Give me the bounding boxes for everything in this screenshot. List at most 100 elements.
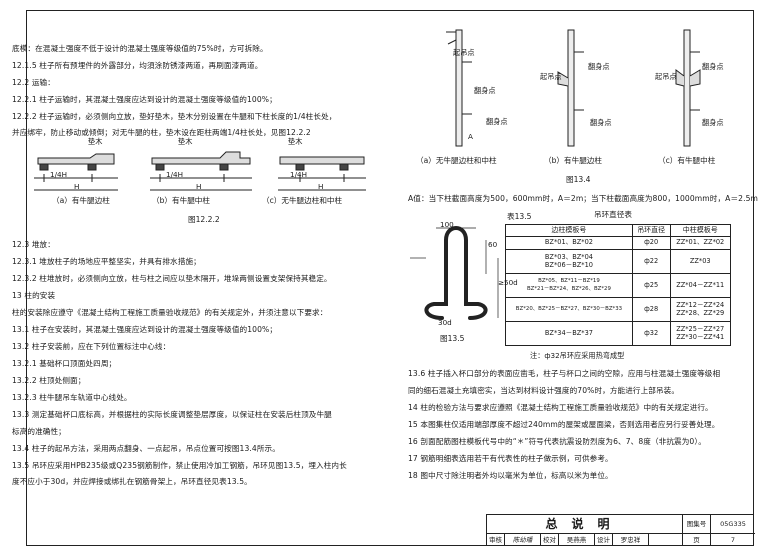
- turn-point-label: 翻身点: [702, 118, 724, 127]
- text-line: 13 柱的安装: [12, 291, 56, 300]
- table-row: BZ*20、BZ*25－BZ*27、BZ*30－BZ*33 ф28 ZZ*12－…: [505, 296, 731, 322]
- reviewer-signature: 陈幼璠: [505, 534, 541, 546]
- dim-label: H: [74, 182, 80, 191]
- subcaption: （c）无牛腿边柱和中柱: [262, 196, 343, 205]
- text-line: 12.2.1 柱子运输时，其混凝土强度应达到设计的混凝土强度等级值的100%；: [12, 95, 277, 104]
- text-line: 柱的安装除应遵守《混凝土结构工程施工质量验收规范》的有关规定外，并须注意以下要求…: [12, 308, 328, 317]
- text-line: 度不应小于30d，并应焊接或绑扎在钢筋骨架上，吊环直径见表13.5。: [12, 477, 252, 486]
- text-line: 13.2.2 柱顶处侧面；: [12, 376, 86, 385]
- text-line: 14 柱的检验方法与要求应遵照《混凝土结构工程施工质量验收规范》中的有关规定进行…: [408, 403, 713, 412]
- pad-label: 垫木: [178, 137, 193, 146]
- figure-caption: 图13.5: [440, 334, 465, 343]
- lift-point-label: 起吊点: [540, 72, 562, 81]
- figure-caption: 图12.2.2: [188, 215, 220, 224]
- table-label: 表13.5: [507, 212, 532, 221]
- dim-a: A: [468, 132, 473, 141]
- table-title: 吊环直径表: [594, 210, 632, 219]
- text-line: 12.1.5 柱子所有预埋件的外露部分，均須涂防锈漆两道，再刷面漆两道。: [12, 61, 263, 70]
- table-cell: BZ*01、BZ*02: [505, 235, 633, 250]
- check-label: 校对: [541, 534, 559, 546]
- table-cell: ф25: [631, 272, 671, 298]
- table-header: 吊环直径: [631, 224, 671, 237]
- turn-point-label: 翻身点: [588, 62, 610, 71]
- text-line: 同的细石混凝土充填密实，当达到材料设计强度的70%时，方能进行上部吊装。: [408, 386, 680, 395]
- text-line: 并应绑牢，防止移动或倾倒；对无牛腿的柱，垫木设在距柱两端1/4柱长处，见图12.…: [12, 128, 311, 137]
- text-line: 12.3.2 柱堆放时，必须侧向立放，柱与柱之间应以垫木隔开，堆垛两侧设置支架保…: [12, 274, 332, 283]
- text-line: 15 本图集柱仅适用端部厚度不超过240mm的屋架或屋面梁，否则选用者应另行妥善…: [408, 420, 720, 429]
- designer-name: 罗忠祥: [613, 534, 649, 546]
- table-cell: BZ*05、BZ*11－BZ*19 BZ*21－BZ*24、BZ*26、BZ*2…: [505, 272, 633, 298]
- text-line: 13.3 测定基础杯口底标高，并根据柱的实际长度调整垫层厚度，以保证柱在安装后柱…: [12, 410, 332, 419]
- page-label: 页: [683, 534, 711, 546]
- hook-height: 60: [488, 240, 498, 249]
- table-cell: ZZ*12－ZZ*24 ZZ*28、ZZ*29: [669, 296, 731, 322]
- page-title: 总说明: [487, 515, 683, 534]
- table-cell: ф20: [631, 235, 671, 250]
- subcaption: （b）有牛腿中柱: [152, 196, 210, 205]
- text-line: 17 钢筋明细表选用若干有代表性的柱子做示例，可供参考。: [408, 454, 613, 463]
- table-header: 中柱模板号: [669, 224, 731, 237]
- table-cell: ZZ*01、ZZ*02: [669, 235, 731, 250]
- pad-label: 垫木: [288, 137, 303, 146]
- table-cell: ZZ*25－ZZ*27 ZZ*30－ZZ*41: [669, 320, 731, 346]
- table-row: BZ*03、BZ*04 BZ*06－BZ*10 ф22 ZZ*03: [505, 248, 731, 274]
- dim-label: H: [196, 182, 202, 191]
- table-cell: ф32: [631, 320, 671, 346]
- text-line: 12.3 堆放：: [12, 240, 55, 249]
- table-cell: BZ*34－BZ*37: [505, 320, 633, 346]
- signature-space: [649, 534, 683, 546]
- dim-label: H: [318, 182, 324, 191]
- text-line: 13.2 柱子安装前，应在下列位置标注中心线：: [12, 342, 171, 351]
- text-line: 13.5 吊环应采用HPB235级或Q235钢筋制作，禁止使用冷加工钢筋，吊环见…: [12, 461, 347, 470]
- pad-label: 垫木: [88, 137, 103, 146]
- atlas-number: 05G335: [711, 515, 755, 534]
- dim-label: 1/4H: [50, 170, 67, 179]
- figure-13-4: [446, 29, 701, 147]
- text-line: 12.2 运输：: [12, 78, 55, 87]
- text-line: 12.2.2 柱子运输时，必须侧向立放，垫好垫木，垫木分别设置在牛腿和下柱长度的…: [12, 112, 337, 121]
- title-block: 总说明 图集号 05G335 审核 陈幼璠 校对 吴燕燕 设计 罗忠祥 页 7: [486, 514, 755, 546]
- hook-width: 100: [440, 220, 454, 229]
- text-line: 13.1 柱子在安装时，其混凝土强度应达到设计的混凝土强度等级值的100%；: [12, 325, 278, 334]
- text-line: A值：当下柱截面高度为500，600mm时，A＝2m；当下柱截面高度为800，1…: [408, 194, 759, 203]
- review-label: 审核: [487, 534, 505, 546]
- dim-label: 1/4H: [166, 170, 183, 179]
- text-line: 18 图中尺寸除注明者外均以毫米为单位，标高以米为单位。: [408, 471, 613, 480]
- table-row: BZ*01、BZ*02 ф20 ZZ*01、ZZ*02: [505, 235, 731, 250]
- drawing-sheet: [26, 10, 754, 546]
- atlas-label: 图集号: [683, 515, 711, 534]
- turn-point-label: 翻身点: [486, 117, 508, 126]
- subcaption: （a）有牛腿边柱: [52, 196, 110, 205]
- table-cell: ф22: [631, 248, 671, 274]
- figure-12-2-2: [34, 151, 366, 191]
- text-line: 13.2.1 基础杯口顶面处四周；: [12, 359, 117, 368]
- table-cell: ZZ*04－ZZ*11: [669, 272, 731, 298]
- dim-label: 1/4H: [290, 170, 307, 179]
- subcaption: （a）无牛腿边柱和中柱: [416, 156, 497, 165]
- figure-13-5: [410, 226, 499, 320]
- table-row: BZ*34－BZ*37 ф32 ZZ*25－ZZ*27 ZZ*30－ZZ*41: [505, 320, 731, 346]
- text-line: 标高的准确性；: [12, 427, 66, 436]
- checker-name: 吴燕燕: [559, 534, 595, 546]
- text-line: 13.2.3 柱牛腿吊车轨道中心线处。: [12, 393, 132, 402]
- text-line: 13.4 柱子的起吊方法，采用两点翻身、一点起吊，吊点位置可按图13.4所示。: [12, 444, 280, 453]
- text-line: 16 剖面配筋图柱模板代号中的“＊”符号代表抗震设防烈度为6、7、8度（非抗震为…: [408, 437, 706, 446]
- subcaption: （b）有牛腿边柱: [544, 156, 602, 165]
- turn-point-label: 翻身点: [474, 86, 496, 95]
- table-cell: BZ*20、BZ*25－BZ*27、BZ*30－BZ*33: [505, 296, 633, 322]
- hook-embed: 30d: [438, 318, 452, 327]
- ring-diameter-table: 边柱模板号 吊环直径 中柱模板号 BZ*01、BZ*02 ф20 ZZ*01、Z…: [505, 224, 731, 346]
- lift-point-label: 起吊点: [655, 72, 677, 81]
- text-line: 12.3.1 堆放柱子的场地应平整坚实，并具有排水措施；: [12, 257, 201, 266]
- page-number: 7: [730, 536, 736, 544]
- lift-point-label: 起吊点: [453, 48, 475, 57]
- table-header: 边柱模板号: [505, 224, 633, 237]
- subcaption: （c）有牛腿中柱: [658, 156, 716, 165]
- text-line: 13.6 柱子插入杯口部分的表面应凿毛，柱子与杯口之间的空隙，应用与柱混凝土强度…: [408, 369, 721, 378]
- turn-point-label: 翻身点: [590, 118, 612, 127]
- table-cell: ZZ*03: [669, 248, 731, 274]
- table-cell: BZ*03、BZ*04 BZ*06－BZ*10: [505, 248, 633, 274]
- table-cell: ф28: [631, 296, 671, 322]
- turn-point-label: 翻身点: [702, 62, 724, 71]
- figure-caption: 图13.4: [566, 175, 591, 184]
